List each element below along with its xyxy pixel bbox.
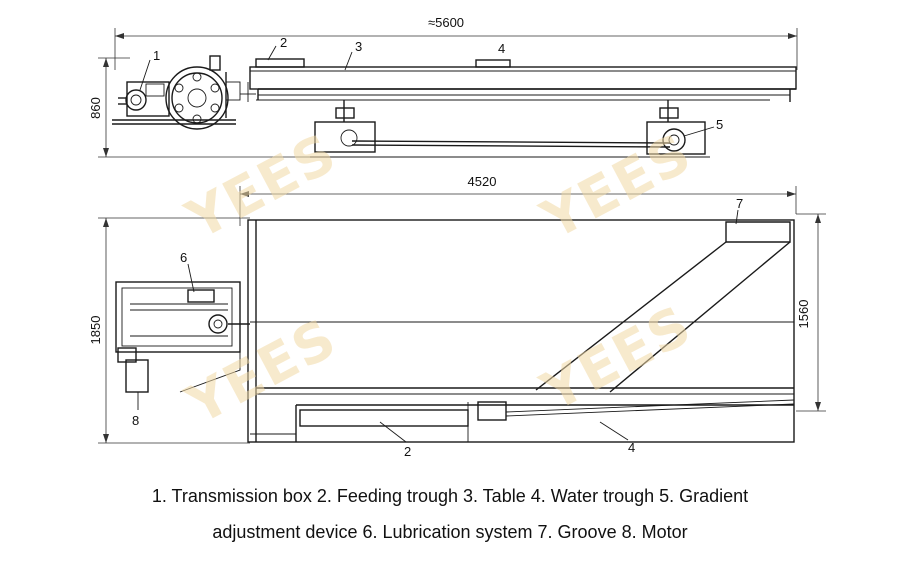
label-2-top: 2 xyxy=(280,35,287,50)
motor xyxy=(125,359,149,393)
dim-top-height: 860 xyxy=(88,97,103,119)
feeding-trough-side xyxy=(255,58,305,68)
gradient-adjustment-wheel xyxy=(662,128,686,152)
side-view: ≈5600 860 xyxy=(88,15,798,158)
watermark-1: YEES xyxy=(176,121,348,252)
label-2-bottom: 2 xyxy=(404,444,411,459)
plan-view: 4520 1850 1560 xyxy=(88,174,826,459)
shaking-table-drawing: ≈5600 860 xyxy=(88,15,826,459)
watermarks: YEES YEES YEES YEES xyxy=(176,121,703,437)
legend-caption: 1. Transmission box 2. Feeding trough 3.… xyxy=(0,478,900,550)
watermark-2: YEES xyxy=(531,121,703,252)
label-8: 8 xyxy=(132,413,139,428)
transmission-box-side xyxy=(112,55,256,130)
watermark-4: YEES xyxy=(531,293,703,424)
label-7: 7 xyxy=(736,196,743,211)
caption-line-1: 1. Transmission box 2. Feeding trough 3.… xyxy=(151,486,749,506)
label-1: 1 xyxy=(153,48,160,63)
label-6: 6 xyxy=(180,250,187,265)
transmission-box-plan xyxy=(115,281,250,393)
caption-line-2: adjustment device 6. Lubrication system … xyxy=(212,522,688,542)
feeding-trough-plan xyxy=(299,409,469,427)
label-3: 3 xyxy=(355,39,362,54)
dim-bottom-width: 1850 xyxy=(88,316,103,345)
label-5: 5 xyxy=(716,117,723,132)
table-deck-plan xyxy=(247,219,795,443)
supports-side xyxy=(310,100,710,158)
dim-top-length: ≈5600 xyxy=(428,15,464,30)
water-trough-side xyxy=(475,59,511,68)
table-side xyxy=(247,58,797,102)
watermark-3: YEES xyxy=(176,306,348,437)
label-4-top: 4 xyxy=(498,41,505,56)
groove xyxy=(725,221,791,243)
dim-table-width: 1560 xyxy=(796,300,811,329)
dim-bottom-length: 4520 xyxy=(468,174,497,189)
label-4-bottom: 4 xyxy=(628,440,635,455)
